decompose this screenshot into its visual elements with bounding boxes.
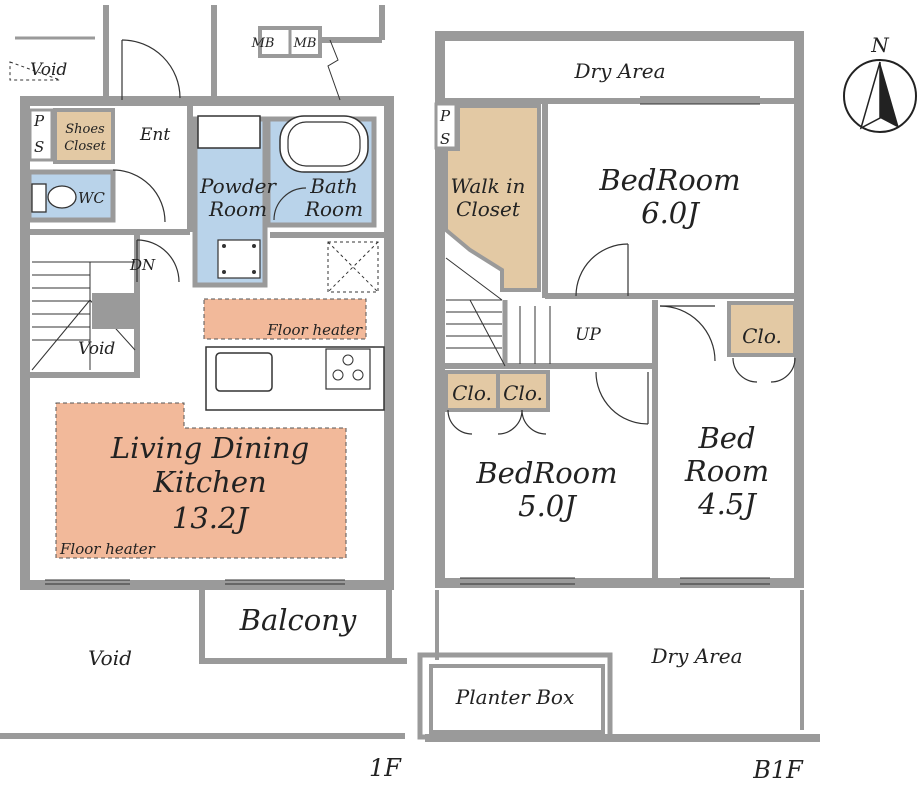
compass: N xyxy=(843,33,917,133)
shoes-closet-label-1: Shoes xyxy=(65,122,105,137)
planter-box-label: Planter Box xyxy=(455,685,574,709)
closet-label-1: Clo. xyxy=(452,381,492,405)
bedroom-45-size: 4.5J xyxy=(697,487,757,521)
bedroom-6-size: 6.0J xyxy=(641,196,700,230)
floor-1f xyxy=(0,5,407,739)
floor-1f-label: 1F xyxy=(369,754,402,782)
closet-label-2: Clo. xyxy=(503,381,543,405)
walk-in-closet-label-2: Closet xyxy=(456,197,521,221)
shoes-closet-area xyxy=(53,108,115,164)
stair-down-label: DN xyxy=(129,256,156,274)
dry-area-bottom-label: Dry Area xyxy=(650,644,742,668)
balcony-rail xyxy=(199,590,407,664)
ps-s-label-b1f: S xyxy=(440,130,450,148)
bedroom-6-label: BedRoom xyxy=(598,163,740,197)
ldk-label-2: Kitchen xyxy=(152,465,266,499)
powder-room-label-1: Powder xyxy=(199,174,277,198)
stair-up-label: UP xyxy=(575,325,601,345)
bath-room-label-1: Bath xyxy=(309,174,358,198)
dry-area-top-label: Dry Area xyxy=(573,59,665,83)
mb-label-1: MB xyxy=(251,36,275,51)
stairs-b1f xyxy=(445,257,551,367)
bedroom-45-label-1: Bed xyxy=(697,421,755,455)
entrance-label: Ent xyxy=(139,125,170,145)
ps-p-label-b1f: P xyxy=(439,107,451,125)
wc-area xyxy=(26,169,116,223)
powder-room-label-2: Room xyxy=(208,197,267,221)
bedroom-45-label-2: Room xyxy=(684,454,769,488)
void-stair-label: Void xyxy=(78,339,115,359)
floor-heater-label-2: Floor heater xyxy=(59,540,156,558)
ldk-size-label: 13.2J xyxy=(172,501,250,535)
ps-s-label-1f: S xyxy=(34,138,44,156)
floor-b1f xyxy=(417,31,820,742)
exterior-wall-b1f xyxy=(435,31,804,588)
exterior-wall-1f xyxy=(20,96,394,590)
floor-heater-kitchen xyxy=(203,298,367,340)
closet-label-3: Clo. xyxy=(742,324,782,348)
floor-b1f-label: B1F xyxy=(752,756,804,784)
floor-heater-label-1: Floor heater xyxy=(266,321,363,339)
north-arrow-icon xyxy=(880,62,899,128)
void-top-label: Void xyxy=(30,60,67,80)
compass-north-label: N xyxy=(870,33,890,57)
ps-p-label-1f: P xyxy=(33,112,45,130)
ldk-label-1: Living Dining xyxy=(110,431,309,465)
walk-in-closet-area xyxy=(444,104,541,292)
bath-room-label-2: Room xyxy=(304,197,363,221)
wc-label: WC xyxy=(78,189,105,207)
shoes-closet-label-2: Closet xyxy=(64,139,106,154)
void-bottom-label: Void xyxy=(88,646,132,670)
floor-heater-ldk xyxy=(55,402,347,559)
mb-label-2: MB xyxy=(293,36,317,51)
bedroom-5-label: BedRoom xyxy=(475,456,617,490)
planter-box-area xyxy=(429,664,605,734)
balcony-label: Balcony xyxy=(239,603,357,637)
bedroom-5-size: 5.0J xyxy=(518,489,577,523)
walk-in-closet-label-1: Walk in xyxy=(451,174,526,198)
